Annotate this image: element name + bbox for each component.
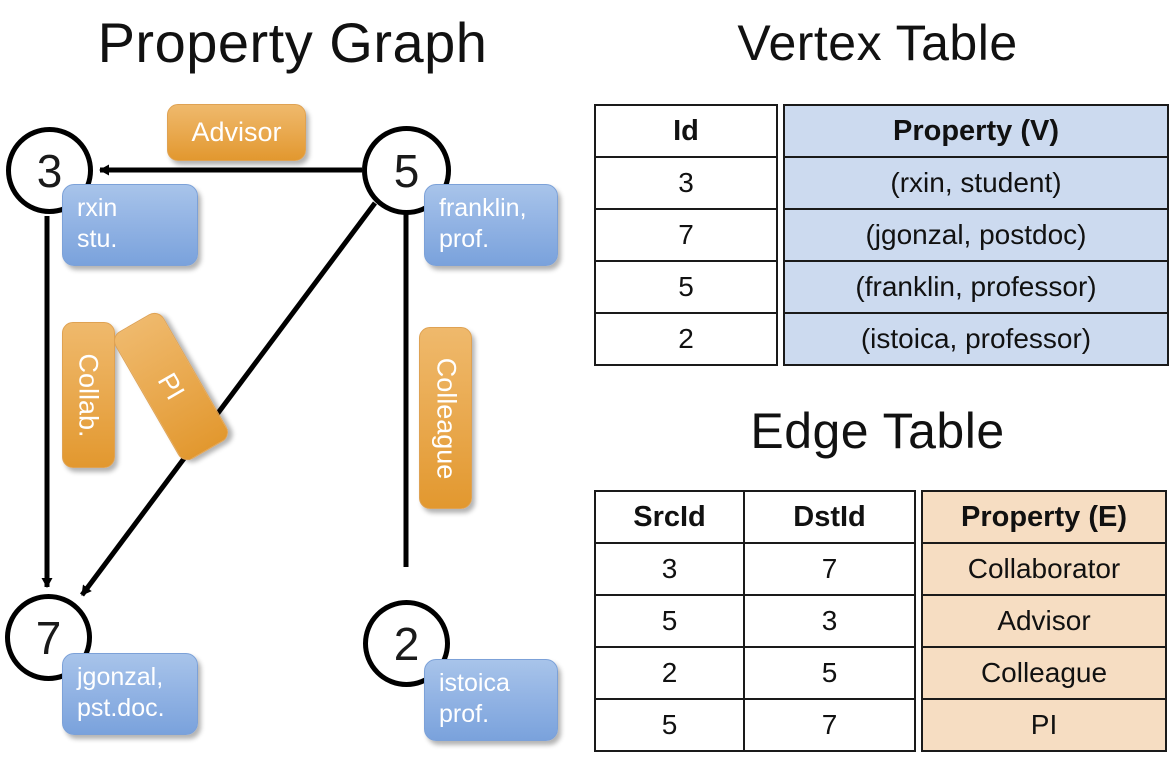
edge-table-header-property: Property (E) [921, 490, 1167, 544]
graph-node-3-label: 3 [36, 144, 63, 197]
edge-table-srcid-column: SrcId 3 5 2 5 [594, 490, 745, 752]
graph-node-3[interactable]: 3 [6, 127, 93, 214]
edge-5-to-7 [79, 201, 378, 597]
edge-table-cell-dstid: 5 [743, 646, 916, 700]
edge-label-colleague: Colleague [419, 327, 472, 509]
bubble-5-line-1: franklin, [439, 194, 527, 222]
vertex-table-property-column: Property (V) (rxin, student) (jgonzal, p… [783, 104, 1169, 366]
edge-table-cell-dstid: 7 [743, 698, 916, 752]
bubble-2-line-1: istoica [439, 669, 510, 697]
edge-label-advisor: Advisor [167, 104, 306, 161]
edge-table-cell-srcid: 2 [594, 646, 745, 700]
bubble-2-line-2: prof. [439, 700, 490, 728]
page-title-property-graph: Property Graph [97, 11, 488, 74]
edge-table: SrcId 3 5 2 5 DstId 7 3 5 7 Property (E)… [594, 490, 1167, 752]
vertex-table-cell-id: 5 [594, 260, 778, 314]
edge-table-cell-property: Colleague [921, 646, 1167, 700]
edge-label-advisor-text: Advisor [191, 117, 282, 147]
vertex-table-id-column: Id 3 7 5 2 [594, 104, 778, 366]
edge-table-cell-dstid: 3 [743, 594, 916, 648]
edge-table-cell-property: PI [921, 698, 1167, 752]
edge-label-collab-text: Collab. [74, 352, 105, 438]
vertex-property-bubble-2: istoica prof. [424, 659, 558, 741]
vertex-table-cell-property: (jgonzal, postdoc) [783, 208, 1169, 262]
vertex-table-cell-id: 3 [594, 156, 778, 210]
edge-table-header-srcid: SrcId [594, 490, 745, 544]
vertex-property-bubble-5: franklin, prof. [424, 184, 558, 266]
vertex-table-cell-property: (rxin, student) [783, 156, 1169, 210]
bubble-5-line-2: prof. [439, 225, 490, 253]
property-graph-diagram: 3 5 7 2 rxin stu. franklin, prof. jgonza… [0, 75, 585, 760]
edge-table-cell-srcid: 3 [594, 542, 745, 596]
edge-table-property-column: Property (E) Collaborator Advisor Collea… [921, 490, 1167, 752]
edge-table-cell-srcid: 5 [594, 698, 745, 752]
vertex-property-bubble-3: rxin stu. [62, 184, 198, 266]
vertex-table-cell-property: (istoica, professor) [783, 312, 1169, 366]
vertex-property-bubble-7: jgonzal, pst.doc. [62, 653, 198, 735]
edge-label-collab: Collab. [62, 322, 115, 468]
bubble-3-line-1: rxin [77, 194, 118, 222]
edge-table-cell-srcid: 5 [594, 594, 745, 648]
edge-table-dstid-column: DstId 7 3 5 7 [743, 490, 916, 752]
bubble-3-line-2: stu. [77, 225, 118, 253]
graph-edges [41, 164, 412, 597]
page-title-vertex-table: Vertex Table [737, 15, 1018, 71]
graph-node-2-label: 2 [393, 617, 420, 670]
edge-table-cell-property: Collaborator [921, 542, 1167, 596]
edge-label-colleague-text: Colleague [431, 357, 461, 479]
edge-table-cell-dstid: 7 [743, 542, 916, 596]
vertex-table-cell-property: (franklin, professor) [783, 260, 1169, 314]
graph-node-5-label: 5 [393, 144, 420, 197]
vertex-table-cell-id: 2 [594, 312, 778, 366]
edge-table-cell-property: Advisor [921, 594, 1167, 648]
edge-label-pi-text: PI [152, 367, 191, 405]
graph-node-7-label: 7 [35, 611, 62, 664]
vertex-table: Id 3 7 5 2 Property (V) (rxin, student) … [594, 104, 1169, 366]
page-title-edge-table: Edge Table [750, 403, 1005, 459]
vertex-table-header-id: Id [594, 104, 778, 158]
vertex-table-header-property: Property (V) [783, 104, 1169, 158]
edge-table-header-dstid: DstId [743, 490, 916, 544]
graph-node-5[interactable]: 5 [362, 126, 451, 215]
bubble-7-line-2: pst.doc. [77, 694, 165, 722]
vertex-table-cell-id: 7 [594, 208, 778, 262]
bubble-7-line-1: jgonzal, [77, 663, 164, 691]
